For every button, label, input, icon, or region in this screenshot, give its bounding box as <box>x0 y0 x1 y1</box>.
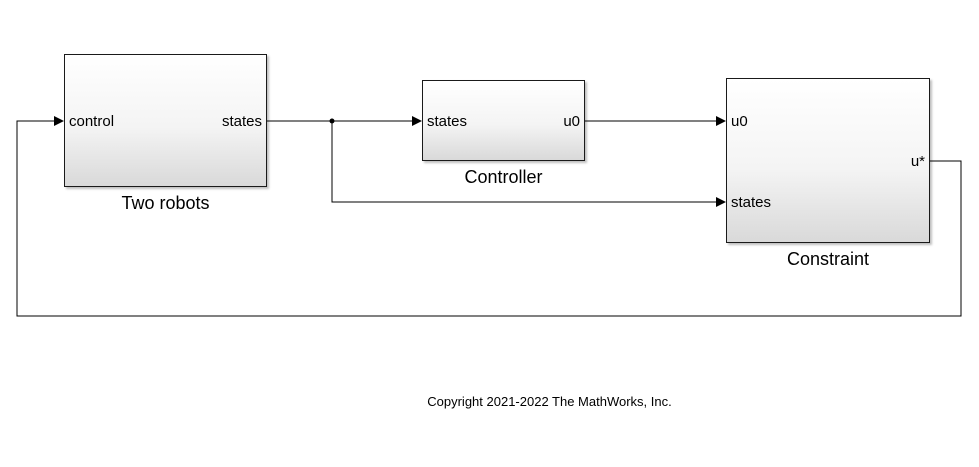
signal-states-to-constraint[interactable] <box>331 121 718 203</box>
port-states: states <box>731 194 772 211</box>
port-states: states <box>427 113 468 130</box>
port-states: states <box>221 113 262 130</box>
arrowhead-constraint-u0 <box>716 116 726 126</box>
port-u-star: u* <box>910 153 925 170</box>
arrowhead-constraint-states <box>716 197 726 207</box>
block-constraint[interactable]: u0 states u* <box>726 78 930 243</box>
block-two-robots[interactable]: control states <box>64 54 267 187</box>
block-label-two-robots: Two robots <box>121 193 210 213</box>
port-control: control <box>69 113 115 130</box>
arrowhead-controller-states <box>412 116 422 126</box>
signal-feedback[interactable] <box>16 120 962 317</box>
arrowhead-control <box>54 116 64 126</box>
branch-point <box>329 118 335 124</box>
block-label-constraint: Constraint <box>786 249 870 269</box>
block-label-controller: Controller <box>464 167 543 187</box>
copyright-text: Copyright 2021-2022 The MathWorks, Inc. <box>427 394 672 409</box>
port-u0: u0 <box>731 113 748 130</box>
block-controller[interactable]: states u0 <box>422 80 585 161</box>
port-u0: u0 <box>563 113 580 130</box>
